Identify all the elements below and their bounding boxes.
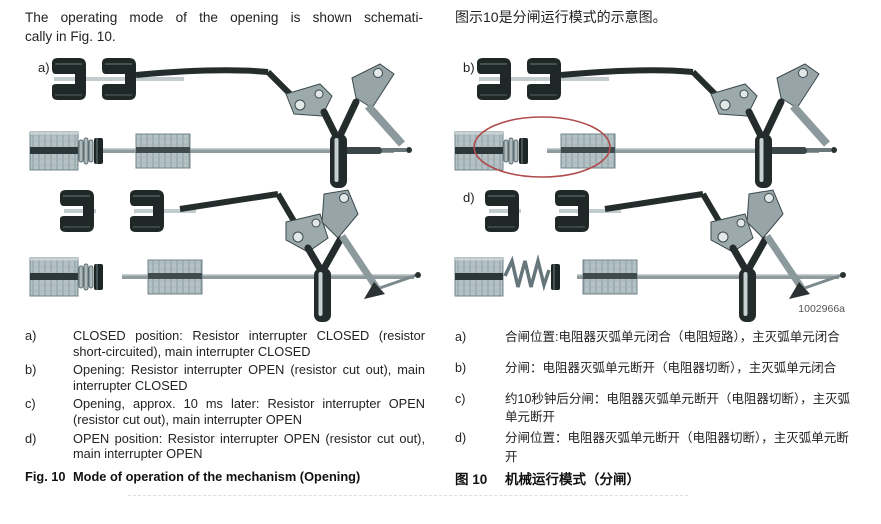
intro-en-line2: cally in Fig. 10. xyxy=(25,29,116,44)
legend-item: a) 合闸位置:电阻器灭弧单元闭合（电阻短路），主灭弧单元闭合 xyxy=(455,328,861,347)
resistor-stack xyxy=(29,257,79,297)
diagram-a-closed-position xyxy=(29,57,412,188)
figure-caption-zh-text: 机械运行模式（分闸） xyxy=(505,472,640,487)
legend-item: b) 分闸：电阻器灭弧单元断开（电阻器切断），主灭弧单元闭合 xyxy=(455,359,861,378)
operating-linkage xyxy=(278,190,385,322)
figure-caption-en: Fig. 10 Mode of operation of the mechani… xyxy=(25,469,425,484)
legend-item-text: Opening: Resistor interrupter OPEN (resi… xyxy=(73,362,425,393)
diagram-c-opening-later xyxy=(29,190,421,322)
diagram-label-b: b) xyxy=(463,60,475,75)
legend-item: c) 约10秒钟后分闸：电阻器灭弧单元断开（电阻器切断），主灭弧单元断开 xyxy=(455,390,861,428)
legend-item-label: d) xyxy=(25,430,37,446)
red-highlight-ellipse xyxy=(473,116,611,178)
operating-linkage xyxy=(693,64,827,188)
figure-caption-zh-tag: 图 10 xyxy=(455,472,488,487)
legend-item-text: Opening, approx. 10 ms later: Resistor i… xyxy=(73,396,425,428)
figure-caption-zh: 图 10 机械运行模式（分闸） xyxy=(455,468,861,488)
legend-item-text: CLOSED position: Resistor interrupter CL… xyxy=(73,328,425,359)
diagram-b-opening xyxy=(454,57,837,188)
legend-item: b) Opening: Resistor interrupter OPEN (r… xyxy=(25,362,425,393)
intro-paragraph-zh: 图示10是分闸运行模式的示意图。 xyxy=(455,9,667,25)
resistor-stack xyxy=(454,131,504,171)
diagram-label-a: a) xyxy=(38,60,50,75)
legend-item-label: b) xyxy=(25,362,37,378)
intro-en-line1: The operating mode of the opening is sho… xyxy=(25,10,423,25)
legend-item-text: 合闸位置:电阻器灭弧单元闭合（电阻短路），主灭弧单元闭合 xyxy=(505,330,840,344)
figure-reference-number: 1002966a xyxy=(798,303,845,315)
figure-caption-en-text: Mode of operation of the mechanism (Open… xyxy=(73,469,361,484)
legend-item: d) 分闸位置：电阻器灭弧单元断开（电阻器切断），主灭弧单元断开 xyxy=(455,429,861,467)
page-divider-rule xyxy=(128,495,688,496)
resistor-stack xyxy=(29,131,79,171)
legend-list-en: a) CLOSED position: Resistor interrupter… xyxy=(25,328,425,465)
legend-item-text: 约10秒钟后分闸：电阻器灭弧单元断开（电阻器切断），主灭弧单元断开 xyxy=(505,391,851,425)
intro-paragraph-en: The operating mode of the opening is sho… xyxy=(25,8,423,46)
diagram-d-open-position xyxy=(454,190,846,322)
legend-item: a) CLOSED position: Resistor interrupter… xyxy=(25,328,425,359)
legend-item-label: c) xyxy=(25,396,36,412)
legend-item: c) Opening, approx. 10 ms later: Resisto… xyxy=(25,396,425,427)
legend-item-text: 分闸：电阻器灭弧单元断开（电阻器切断），主灭弧单元闭合 xyxy=(505,360,837,375)
legend-item-text: 分闸位置：电阻器灭弧单元断开（电阻器切断），主灭弧单元断开 xyxy=(505,431,849,464)
legend-list-zh: a) 合闸位置:电阻器灭弧单元闭合（电阻短路），主灭弧单元闭合 b) 分闸：电阻… xyxy=(455,328,861,469)
legend-item-label: a) xyxy=(455,330,467,344)
diagram-label-d: d) xyxy=(463,190,475,205)
legend-item-label: b) xyxy=(455,360,467,375)
legend-item: d) OPEN position: Resistor interrupter O… xyxy=(25,431,425,462)
opening-spring xyxy=(503,254,551,292)
resistor-stack xyxy=(454,257,504,297)
legend-item-label: c) xyxy=(455,391,466,406)
figure-caption-en-tag: Fig. 10 xyxy=(25,469,66,484)
legend-item-label: a) xyxy=(25,328,37,343)
legend-item-label: d) xyxy=(455,431,467,445)
legend-item-text: OPEN position: Resistor interrupter OPEN… xyxy=(73,430,425,462)
operating-linkage xyxy=(268,64,402,188)
